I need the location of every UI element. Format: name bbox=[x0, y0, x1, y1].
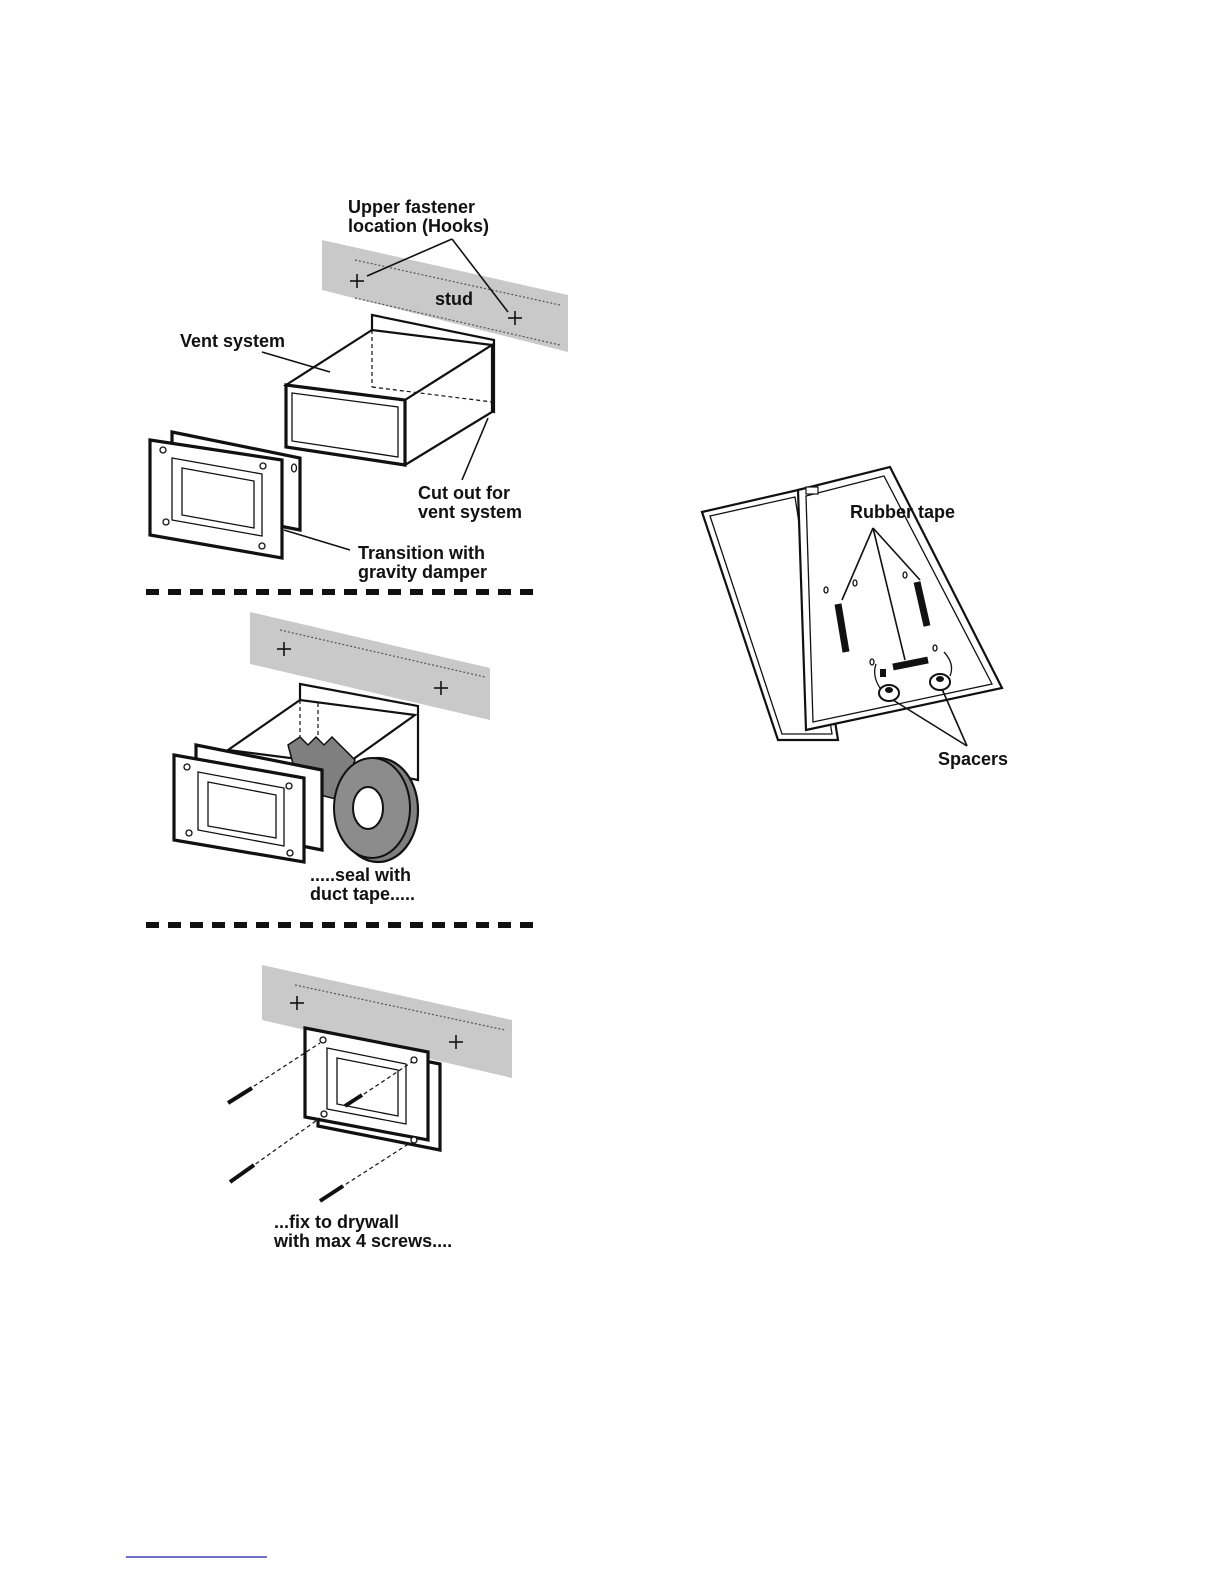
spacers-label: Spacers bbox=[938, 749, 1008, 769]
step3-fix-screws: ...fix to drywall with max 4 screws.... bbox=[228, 965, 512, 1251]
fix-label-2: with max 4 screws.... bbox=[273, 1231, 452, 1251]
screw-4 bbox=[320, 1143, 410, 1201]
vent-box-front bbox=[286, 385, 405, 465]
step1-vent-install: stud Upper fastener location (Hooks) Ven… bbox=[150, 197, 568, 582]
seal-label-2: duct tape..... bbox=[310, 884, 415, 904]
vent-system-label: Vent system bbox=[180, 331, 285, 351]
upper-fastener-label-1: Upper fastener bbox=[348, 197, 475, 217]
tape-roll bbox=[334, 758, 418, 862]
upper-fastener-label-2: location (Hooks) bbox=[348, 216, 489, 236]
stud-label: stud bbox=[435, 289, 473, 309]
seal-label-1: .....seal with bbox=[310, 865, 411, 885]
rear-panel-diagram: Rubber tape Spacers bbox=[702, 467, 1008, 769]
cut-out-label-2: vent system bbox=[418, 502, 522, 522]
transition-label-2: gravity damper bbox=[358, 562, 487, 582]
transition-label-1: Transition with bbox=[358, 543, 485, 563]
rubber-tape-label: Rubber tape bbox=[850, 502, 955, 522]
screw-3 bbox=[230, 1118, 320, 1182]
fix-label-1: ...fix to drywall bbox=[274, 1212, 399, 1232]
step2-seal-tape: .....seal with duct tape..... bbox=[174, 612, 490, 904]
cut-out-label-1: Cut out for bbox=[418, 483, 510, 503]
